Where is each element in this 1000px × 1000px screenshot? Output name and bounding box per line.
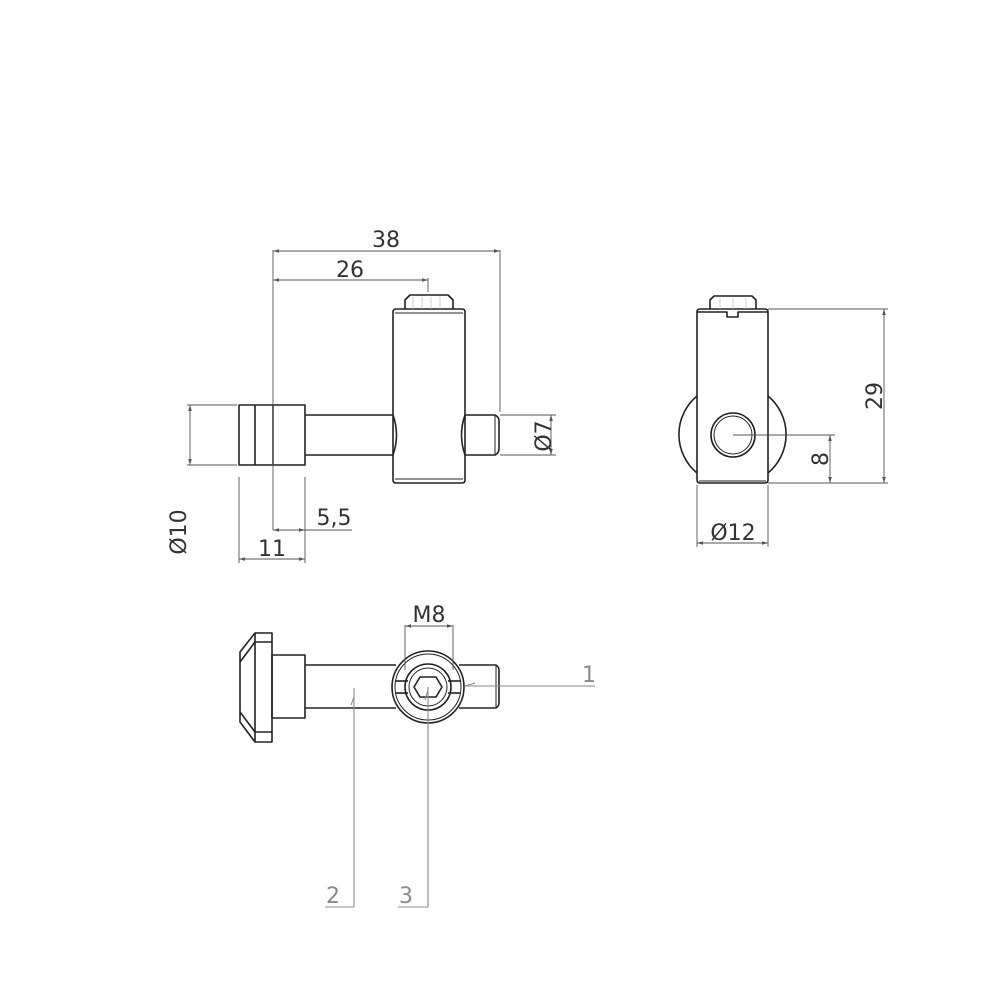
top-view-dimensions: M8 <box>404 603 454 670</box>
part-label-1: 1 <box>582 663 596 688</box>
front-view-dimensions: 38 26 Ø7 Ø10 11 5,5 <box>167 228 557 563</box>
top-view <box>239 632 500 743</box>
side-view-dimensions: 29 8 Ø12 <box>696 308 888 547</box>
part-leaders: 1 2 3 <box>325 663 596 909</box>
part-label-3: 3 <box>399 884 413 909</box>
shaft <box>305 414 393 456</box>
front-view <box>238 294 500 484</box>
dim-head-diameter: Ø10 <box>167 509 192 554</box>
dim-body-diameter: Ø12 <box>710 521 755 546</box>
body-cylinder <box>392 308 466 484</box>
dim-head-offset: 5,5 <box>317 506 352 531</box>
dim-overall-length: 38 <box>372 228 400 253</box>
head-top <box>239 632 306 743</box>
knurled-head <box>238 404 306 466</box>
dim-pin-diameter: Ø7 <box>532 420 557 451</box>
dim-hole-height: 8 <box>809 452 834 466</box>
dim-length-to-axis: 26 <box>336 258 364 283</box>
hex-socket-icon <box>413 676 443 698</box>
dim-height: 29 <box>863 382 888 410</box>
side-view <box>678 295 787 484</box>
set-screw-top <box>404 294 454 309</box>
dim-head-width: 11 <box>258 537 286 562</box>
part-label-2: 2 <box>326 884 340 909</box>
pin <box>465 414 500 456</box>
dim-thread: M8 <box>413 603 446 628</box>
